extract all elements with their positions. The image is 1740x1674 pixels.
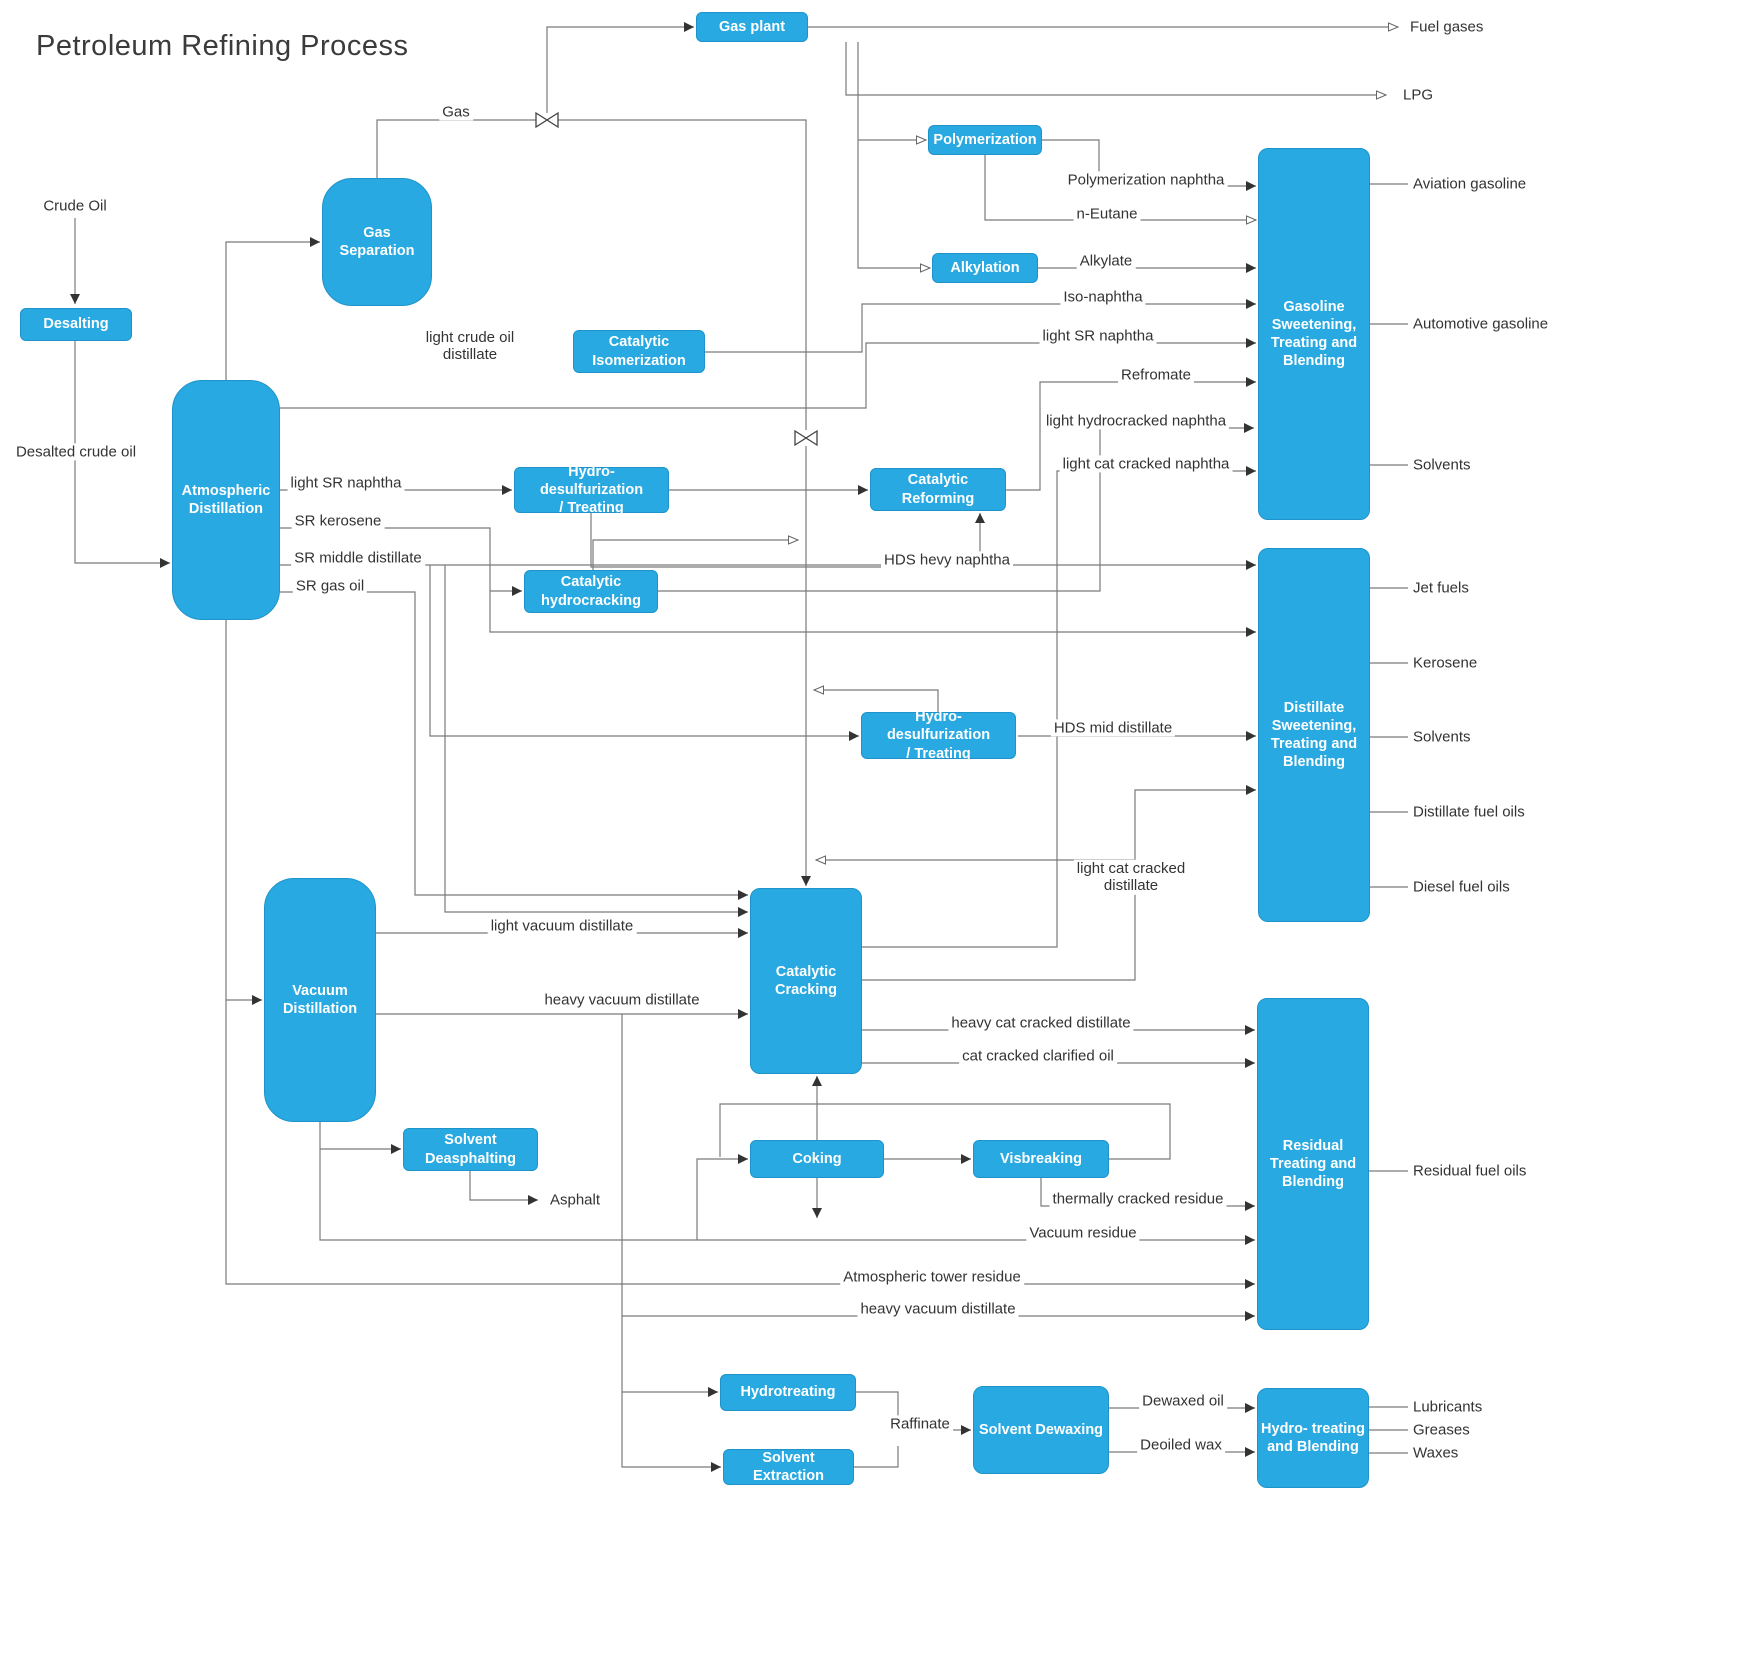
flow-line-gas-to-gas-plant xyxy=(546,22,694,113)
flow-line-desalted-crude-oil xyxy=(74,341,170,568)
flow-label: Gas xyxy=(439,103,473,121)
node-gas-separation: Gas Separation xyxy=(322,178,432,306)
flow-line-middle-distillate-to-cracking xyxy=(444,565,748,917)
flow-line-asphalt xyxy=(469,1171,538,1205)
flow-label: heavy cat cracked distillate xyxy=(948,1014,1134,1032)
node-vacuum-distillation: Vacuum Distillation xyxy=(264,878,376,1122)
product-label: LPG xyxy=(1403,86,1434,104)
node-distillate-blending: Distillate Sweetening, Treating and Blen… xyxy=(1258,548,1370,922)
valve-icon xyxy=(794,429,818,447)
flow-label: light vacuum distillate xyxy=(487,917,637,935)
flow-line-to-solvent-extraction xyxy=(621,1392,721,1472)
flow-line-hds2-recycle xyxy=(812,685,939,712)
product-label: Kerosene xyxy=(1413,654,1478,672)
flow-label: heavy vacuum distillate xyxy=(541,991,703,1009)
product-label: Greases xyxy=(1413,1421,1470,1439)
flow-line-hydrocracked-gas xyxy=(592,535,800,570)
node-atmospheric-distillation: Atmospheric Distillation xyxy=(172,380,280,620)
flow-line-to-hydrotreating xyxy=(621,1316,718,1397)
flow-label: SR gas oil xyxy=(292,577,368,595)
flow-label: Deoiled wax xyxy=(1137,1436,1225,1454)
flow-line-lpg-line xyxy=(845,42,1388,100)
flow-line-sr-kerosene xyxy=(280,527,1256,637)
node-coking: Coking xyxy=(750,1140,884,1178)
node-visbreaking: Visbreaking xyxy=(973,1140,1109,1178)
flow-label: light cat cracked distillate xyxy=(1073,859,1189,895)
product-label: Aviation gasoline xyxy=(1413,175,1527,193)
flow-label: light SR naphtha xyxy=(287,474,405,492)
flow-label: light crude oil distillate xyxy=(422,328,518,364)
product-label: Lubricants xyxy=(1413,1398,1483,1416)
flow-line-n-eutane xyxy=(984,155,1258,225)
flow-label: HDS mid distillate xyxy=(1050,719,1176,737)
product-label: Residual fuel oils xyxy=(1413,1162,1527,1180)
node-gasoline-blending: Gasoline Sweetening, Treating and Blendi… xyxy=(1258,148,1370,520)
node-catalytic-isomerization: Catalytic Isomerization xyxy=(573,330,705,373)
flow-label: Crude Oil xyxy=(40,197,110,215)
flow-line-ad-gas-to-separation xyxy=(225,237,320,380)
flow-line-gas-line xyxy=(558,119,807,430)
flow-label: Iso-naphtha xyxy=(1060,288,1146,306)
node-residual-blending: Residual Treating and Blending xyxy=(1257,998,1369,1330)
node-hds-treating-naphtha: Hydro- desulfurization / Treating xyxy=(514,464,669,516)
flow-line-iso-naphtha xyxy=(705,299,1256,353)
flow-label: HDS hevy naphtha xyxy=(881,551,1013,569)
diagram-title: Petroleum Refining Process xyxy=(36,30,409,62)
flow-label: Alkylate xyxy=(1076,252,1136,270)
flow-line-extraction-merge xyxy=(854,1446,899,1468)
node-solvent-extraction: Solvent Extraction xyxy=(723,1449,854,1485)
node-catalytic-reforming: Catalytic Reforming xyxy=(870,468,1006,511)
node-hydrotreating-blending: Hydro- treating and Blending xyxy=(1257,1388,1369,1488)
product-label: Waxes xyxy=(1413,1444,1459,1462)
flow-line-separation-gas xyxy=(376,119,536,178)
node-alkylation: Alkylation xyxy=(932,253,1038,283)
flow-label: light SR naphtha xyxy=(1039,327,1157,345)
product-label: Jet fuels xyxy=(1413,579,1469,597)
flow-label: Desalted crude oil xyxy=(12,443,140,461)
product-label: Diesel fuel oils xyxy=(1413,878,1510,896)
flow-line-hds-heavy-naphtha xyxy=(590,513,985,568)
flow-label: Vacuum residue xyxy=(1026,1224,1140,1242)
flow-label: thermally cracked residue xyxy=(1049,1190,1227,1208)
node-catalytic-cracking: Catalytic Cracking xyxy=(750,888,862,1074)
flow-line-gas-to-alkylation xyxy=(857,42,932,273)
product-label: Automotive gasoline xyxy=(1413,315,1549,333)
flow-line-coking-feed xyxy=(696,1154,748,1240)
flow-label: Refromate xyxy=(1117,366,1195,384)
flow-line-middle-distillate-to-hds2 xyxy=(429,565,859,741)
flow-label: Atmospheric tower residue xyxy=(840,1268,1024,1286)
flow-label: Asphalt xyxy=(546,1191,604,1209)
product-label: Solvents xyxy=(1413,456,1471,474)
flow-label: SR kerosene xyxy=(291,512,385,530)
flow-line-vacuum-residue xyxy=(319,1122,1255,1245)
valve-icon xyxy=(535,111,559,129)
node-gas-plant: Gas plant xyxy=(696,12,808,42)
node-catalytic-hydrocracking: Catalytic hydrocracking xyxy=(524,570,658,613)
node-solvent-dewaxing: Solvent Dewaxing xyxy=(973,1386,1109,1474)
flow-label: Polymerization naphtha xyxy=(1064,171,1228,189)
node-solvent-deasphalting: Solvent Deasphalting xyxy=(403,1128,538,1171)
flow-line-light-cat-cracked-distillate xyxy=(862,785,1256,981)
product-label: Fuel gases xyxy=(1410,18,1484,36)
flow-label: Dewaxed oil xyxy=(1139,1392,1227,1410)
flow-line-sr-gas-oil xyxy=(280,591,748,900)
product-label: Distillate fuel oils xyxy=(1413,803,1525,821)
flow-label: light cat cracked naphtha xyxy=(1059,455,1233,473)
flow-line-visbreaking-recycle xyxy=(719,1103,1171,1160)
flow-label: n-Eutane xyxy=(1073,205,1141,223)
node-polymerization: Polymerization xyxy=(928,125,1042,155)
flow-label: cat cracked clarified oil xyxy=(959,1047,1117,1065)
product-label: Solvents xyxy=(1413,728,1471,746)
node-hydrotreating: Hydrotreating xyxy=(720,1374,856,1411)
flow-label: light hydrocracked naphtha xyxy=(1042,412,1230,430)
flow-label: Raffinate xyxy=(887,1415,953,1433)
flow-label: SR middle distillate xyxy=(291,549,425,567)
flow-label: heavy vacuum distillate xyxy=(857,1300,1019,1318)
node-desalting: Desalting xyxy=(20,308,132,341)
node-hds-treating-distillate: Hydro- desulfurization / Treating xyxy=(861,709,1016,762)
flow-line-refromate xyxy=(1006,377,1256,491)
